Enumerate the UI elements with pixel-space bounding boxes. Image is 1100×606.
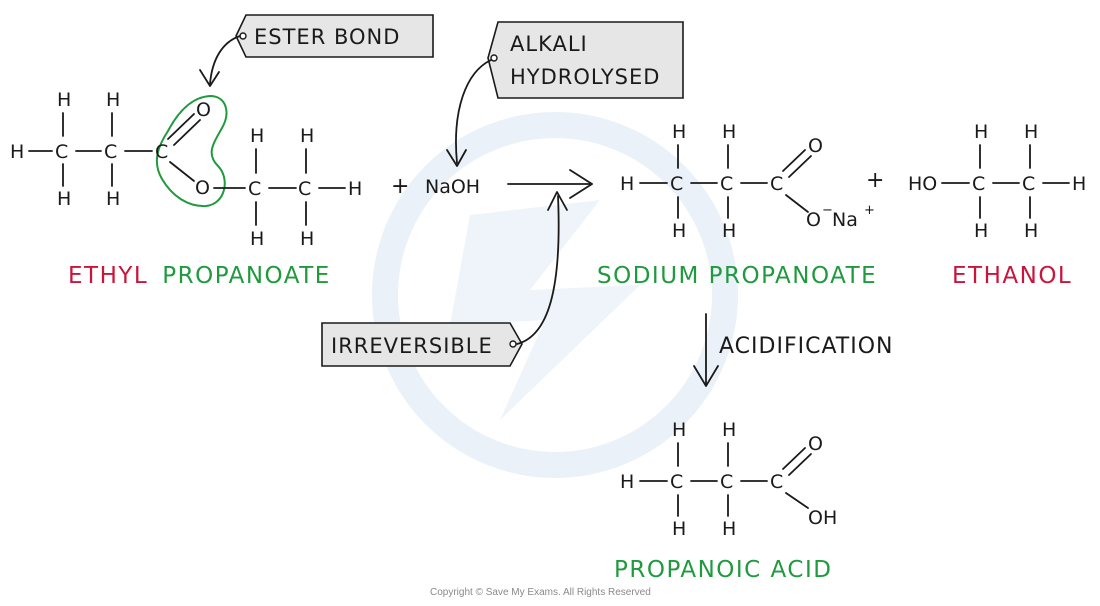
minus-charge: − (822, 203, 833, 218)
atom-h: H (722, 220, 736, 242)
ethanol-name: ETHANOL (952, 263, 1072, 289)
atom-h: H (250, 228, 264, 250)
copyright-notice: Copyright © Save My Exams. All Rights Re… (430, 587, 651, 598)
ethyl-label: ETHYL (68, 263, 148, 289)
ethyl-propanoate-molecule: H C C C H H H H O O C C H H H H H (10, 89, 362, 250)
atom-o: O (808, 135, 823, 157)
atom-h: H (300, 125, 314, 147)
atom-h: H (672, 121, 686, 143)
alkali-tag-line2: HYDROLYSED (510, 65, 660, 89)
irreversible-tag-label: IRREVERSIBLE (331, 334, 493, 358)
atom-o: O (808, 433, 823, 455)
atom-h: H (300, 228, 314, 250)
acidification-label: ACIDIFICATION (719, 334, 894, 359)
atom-h: H (722, 121, 736, 143)
atom-h: H (620, 471, 634, 493)
down-arrow-icon (693, 313, 719, 387)
plus-sign: + (866, 168, 884, 193)
atom-h: H (974, 121, 988, 143)
atom-c: C (1022, 173, 1035, 195)
sodium-propanoate-molecule: H C C C H H H H O O − Na + (620, 121, 875, 242)
atom-h: H (672, 220, 686, 242)
atom-c: C (670, 173, 683, 195)
atom-c: C (104, 141, 117, 163)
atom-c: C (248, 178, 261, 200)
atom-h: H (348, 178, 362, 200)
atom-h: H (722, 419, 736, 441)
atom-na: Na (832, 209, 858, 231)
ethyl-propanoate-name: ETHYL PROPANOATE (68, 263, 331, 289)
atom-h: H (250, 125, 264, 147)
atom-c: C (770, 471, 783, 493)
atom-h: H (10, 141, 24, 163)
atom-c: C (972, 173, 985, 195)
save-my-exams-logo-watermark (372, 112, 738, 478)
atom-oh: OH (808, 507, 837, 529)
plus-charge: + (864, 203, 875, 218)
atom-h: H (672, 419, 686, 441)
alkali-tag-line1: ALKALI (510, 32, 588, 56)
atom-o: O (196, 99, 211, 121)
atom-h: H (57, 188, 71, 210)
atom-h: H (1024, 220, 1038, 242)
propanoic-acid-name: PROPANOIC ACID (614, 557, 832, 583)
alkali-hydrolysed-tag: ALKALI HYDROLYSED (446, 21, 684, 167)
naoh-reagent: NaOH (425, 176, 480, 198)
atom-c: C (720, 173, 733, 195)
propanoate-label: PROPANOATE (162, 263, 331, 289)
sodium-propanoate-name: SODIUM PROPANOATE (597, 263, 877, 289)
atom-ho: HO (908, 173, 937, 195)
atom-h: H (57, 89, 71, 111)
atom-c: C (720, 471, 733, 493)
atom-c: C (670, 471, 683, 493)
atom-h: H (106, 89, 120, 111)
plus-sign: + (391, 174, 409, 199)
atom-c: C (770, 173, 783, 195)
atom-o: O (195, 177, 210, 199)
atom-c: C (155, 141, 168, 163)
propanoic-acid-molecule: H C C C H H H H O OH (620, 419, 837, 540)
irreversible-tag: IRREVERSIBLE (321, 191, 568, 367)
ester-bond-tag: ESTER BOND (199, 14, 434, 87)
atom-c: C (298, 178, 311, 200)
atom-h: H (106, 188, 120, 210)
atom-h: H (974, 220, 988, 242)
ester-bond-tag-label: ESTER BOND (254, 25, 400, 49)
atom-h: H (620, 173, 634, 195)
right-arrow-icon (507, 169, 593, 199)
atom-c: C (55, 141, 68, 163)
atom-h: H (722, 518, 736, 540)
ethanol-molecule: HO C C H H H H H (908, 121, 1086, 242)
atom-o: O (806, 209, 821, 231)
atom-h: H (1072, 173, 1086, 195)
atom-h: H (1024, 121, 1038, 143)
atom-h: H (672, 518, 686, 540)
ester-bond-highlight (155, 94, 228, 208)
